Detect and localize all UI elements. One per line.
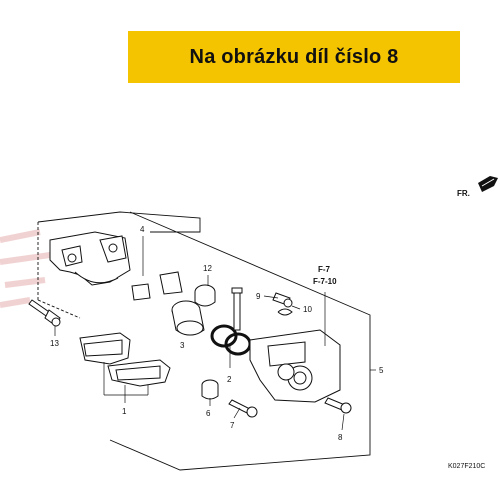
bleeder-valve — [272, 292, 293, 316]
part-number-banner: Na obrázku díl číslo 8 — [128, 31, 460, 83]
reference-f7-10: F-7-10 — [313, 277, 337, 286]
callout-9: 9 — [256, 292, 261, 301]
callout-2: 2 — [227, 375, 232, 384]
caliper-pin — [231, 287, 243, 331]
bracket-group-outline — [37, 211, 371, 471]
banner-text: Na obrázku díl číslo 8 — [189, 45, 399, 68]
piston-seals — [210, 324, 252, 356]
callout-13: 13 — [50, 339, 59, 348]
pad-spring — [131, 271, 183, 301]
caliper-bracket — [49, 231, 131, 286]
caliper-bolt-part-8 — [324, 397, 352, 414]
callout-3: 3 — [180, 341, 185, 350]
callout-6: 6 — [206, 409, 211, 418]
bracket-bolt — [28, 299, 61, 327]
callout-12: 12 — [203, 264, 212, 273]
watermark — [0, 229, 51, 308]
callout-4: 4 — [140, 225, 145, 234]
direction-label: FR. — [457, 189, 470, 198]
callout-10: 10 — [303, 305, 312, 314]
brake-pads — [79, 332, 171, 387]
pin-boot — [201, 379, 219, 400]
pin-bolt — [228, 399, 258, 418]
leader-lines — [54, 236, 376, 431]
reference-f7: F-7 — [318, 265, 331, 274]
callout-7: 7 — [230, 421, 235, 430]
piston — [171, 300, 205, 336]
caliper-body — [249, 329, 341, 403]
callout-5: 5 — [379, 366, 384, 375]
callout-8: 8 — [338, 433, 343, 442]
callout-1: 1 — [122, 407, 127, 416]
front-direction-arrow — [478, 176, 498, 192]
piston-boot — [194, 284, 216, 307]
diagram-code: K027F210C — [448, 463, 485, 470]
